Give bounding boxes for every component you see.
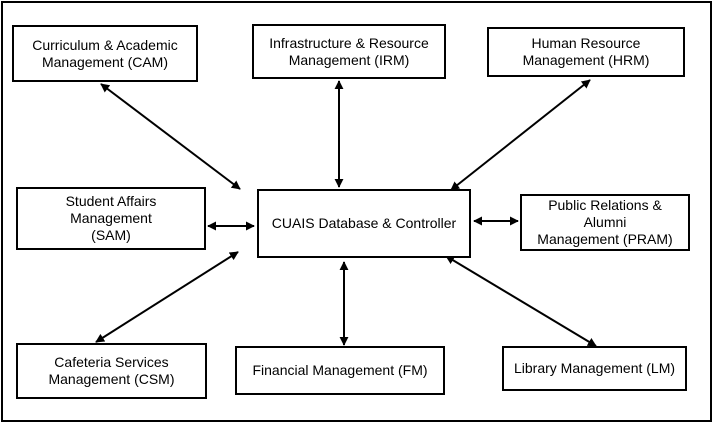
node-core: CUAIS Database & Controller <box>257 189 471 258</box>
node-pram: Public Relations & Alumni Management (PR… <box>520 194 690 251</box>
node-csm: Cafeteria Services Management (CSM) <box>16 343 207 399</box>
node-irm: Infrastructure & Resource Management (IR… <box>252 24 446 79</box>
node-sam: Student Affairs Management (SAM) <box>16 187 206 250</box>
edge-csm-core <box>95 251 239 343</box>
node-fm: Financial Management (FM) <box>235 346 445 395</box>
node-hrm: Human Resource Management (HRM) <box>487 27 685 77</box>
edge-hrm-core <box>450 79 591 191</box>
node-lm: Library Management (LM) <box>502 346 687 391</box>
edge-cam-core <box>100 83 241 190</box>
edge-lm-core <box>445 255 597 347</box>
node-cam: Curriculum & Academic Management (CAM) <box>12 25 198 82</box>
